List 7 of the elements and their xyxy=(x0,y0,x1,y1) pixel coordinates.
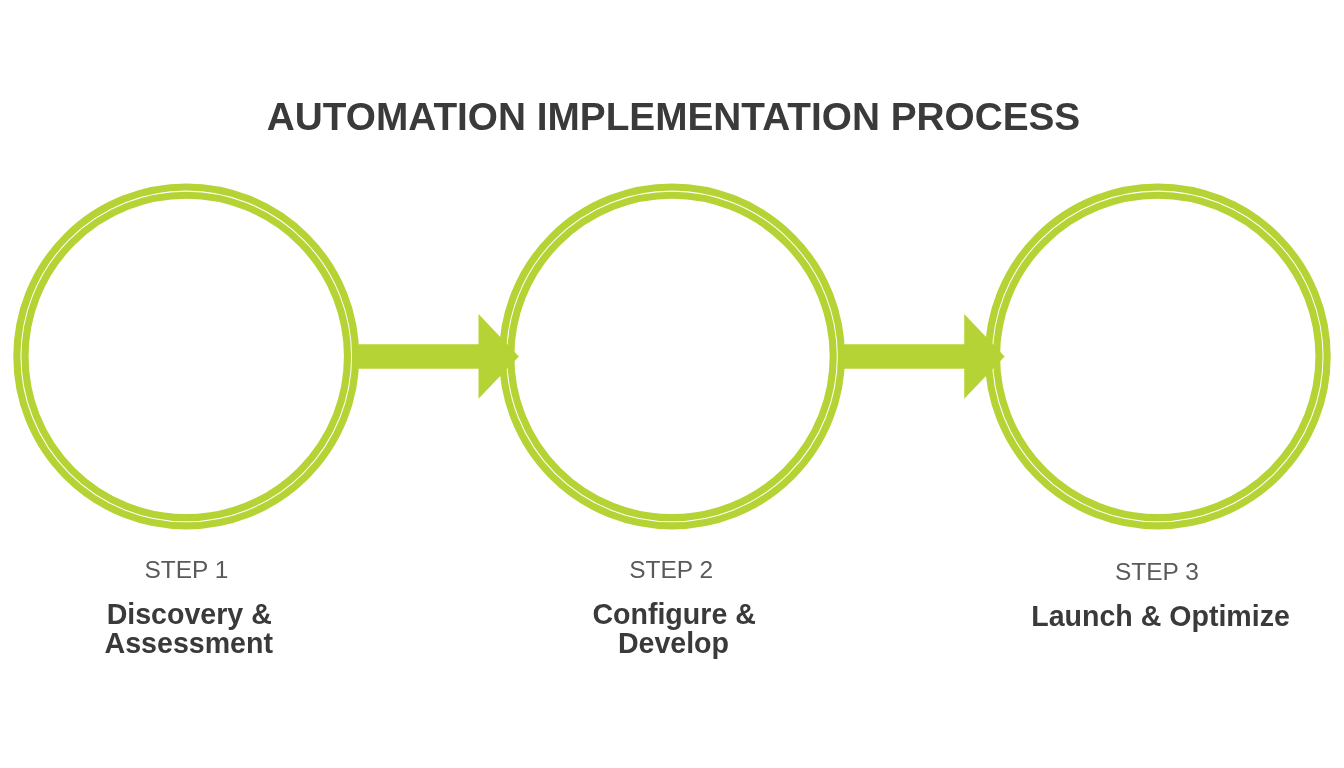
node-label: STEP 2 xyxy=(629,556,714,584)
node-label: Configure & Develop xyxy=(592,598,756,659)
node-label: Discovery & Assessment xyxy=(104,598,273,659)
node-label: STEP 3 xyxy=(1114,558,1199,586)
node-label: STEP 1 xyxy=(144,556,229,584)
diagram-title: AUTOMATION IMPLEMENTATION PROCESS xyxy=(266,95,1081,139)
node-label: Launch & Optimize xyxy=(1031,600,1290,633)
